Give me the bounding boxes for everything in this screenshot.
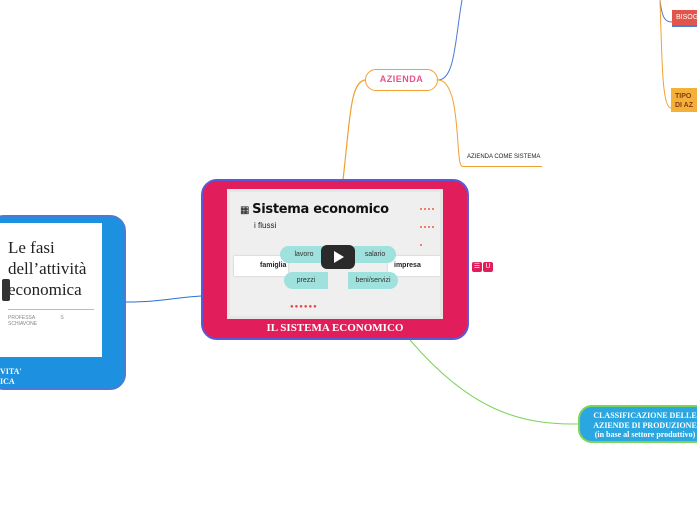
node-azienda-come-sistema[interactable]: AZIENDA COME SISTEMA <box>467 154 541 160</box>
slide-footer: PROFESSA S SCHIAVONE <box>8 315 64 327</box>
u-icon[interactable]: U <box>483 262 493 272</box>
node-label: IL SISTEMA ECONOMICO <box>266 322 404 334</box>
slide-nav-handle[interactable] <box>2 279 10 301</box>
node-tipo-aziende[interactable]: TIPO DI AZ <box>671 88 697 112</box>
slide-dots-icon: ●●●●●● <box>290 304 318 310</box>
slide-title: Le fasi dell’attività economica <box>8 238 87 299</box>
impresa-box: impresa <box>388 256 440 276</box>
video-title: ▦Sistema economico <box>240 202 389 217</box>
slide-divider <box>8 309 94 310</box>
pill-lavoro: lavoro <box>280 246 328 263</box>
node-azienda[interactable]: AZIENDA <box>365 69 438 91</box>
video-thumbnail[interactable]: ▦Sistema economico i flussi famiglia imp… <box>227 189 443 319</box>
node-classificazione-aziende[interactable]: CLASSIFICAZIONE DELLE AZIENDE DI PRODUZI… <box>578 405 697 443</box>
pill-prezzi: prezzi <box>284 272 328 289</box>
pill-salario: salario <box>354 246 396 263</box>
list-icon[interactable]: ☰ <box>472 262 482 272</box>
dots-decoration-icon <box>419 198 435 246</box>
video-subtitle: i flussi <box>254 221 277 230</box>
grid-icon: ▦ <box>240 205 250 216</box>
pill-beni-servizi: beni/servizi <box>348 272 398 289</box>
play-icon[interactable] <box>321 245 355 269</box>
node-icons: ☰U <box>472 255 494 273</box>
node-bisogni[interactable]: BISOG <box>672 10 697 27</box>
node-underline <box>462 166 542 167</box>
slide-thumbnail[interactable]: Le fasi dell’attività economica PROFESSA… <box>0 223 102 357</box>
node-il-sistema-economico[interactable]: ▦Sistema economico i flussi famiglia imp… <box>201 179 469 340</box>
famiglia-box: famiglia <box>234 256 288 276</box>
node-label: VITA' ICA <box>0 367 22 386</box>
node-attivita-economica[interactable]: Le fasi dell’attività economica PROFESSA… <box>0 215 126 390</box>
